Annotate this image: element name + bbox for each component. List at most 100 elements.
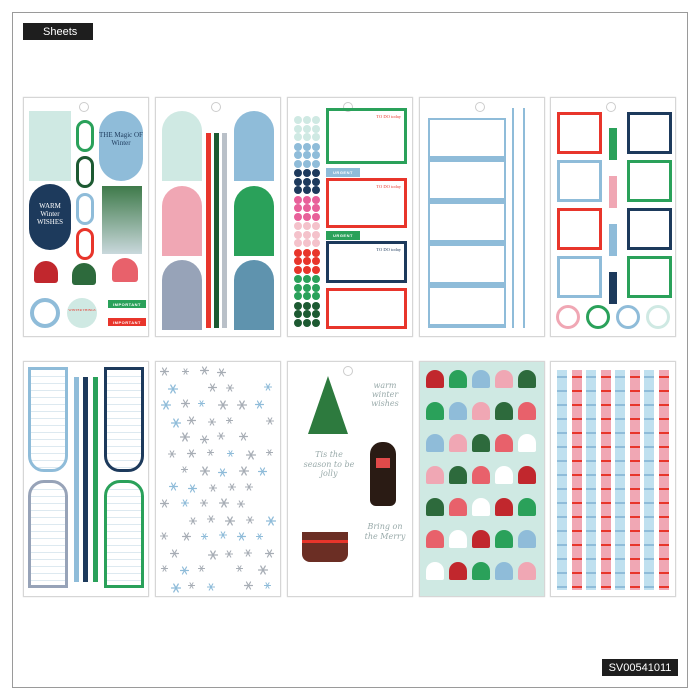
dot-sticker	[294, 204, 302, 212]
snowflake-icon	[169, 482, 179, 491]
hat-sticker	[34, 261, 58, 283]
flag-tag	[609, 176, 617, 208]
snowflake-icon	[237, 532, 246, 541]
dot-sticker	[303, 124, 311, 133]
snowflake-icon	[218, 498, 229, 508]
snowflake-icon	[225, 384, 234, 392]
snowflake-icon	[206, 583, 215, 591]
quote-tis-the-season: Tis the season to be jolly	[302, 450, 356, 479]
snowflake-icon	[168, 449, 177, 458]
todo-text: TO DO today	[376, 247, 401, 252]
snowflake-icon	[188, 517, 197, 525]
snowflake-icon	[225, 516, 236, 526]
dot-sticker	[303, 257, 311, 265]
dot-sticker	[294, 265, 302, 274]
hat-sticker	[426, 402, 444, 420]
sticker-sheet-todo: TO DO today URGENT TO DO today URGENT TO…	[287, 97, 413, 337]
flag-tag	[609, 272, 617, 304]
hat-sticker	[495, 370, 513, 388]
dot-sticker	[312, 177, 320, 186]
dot-sticker	[294, 212, 302, 221]
arch-green	[234, 186, 274, 256]
checklist-box	[627, 112, 672, 154]
circle-sticker	[556, 305, 580, 329]
dot-sticker	[294, 283, 302, 292]
snowflake-icon	[217, 368, 227, 377]
checklist-box	[627, 256, 672, 298]
dot-sticker	[294, 318, 302, 327]
dot-sticker	[294, 142, 302, 151]
dot-sticker	[312, 195, 320, 204]
hat-sticker	[426, 498, 444, 516]
snowflake-icon	[244, 581, 254, 590]
todo-box-red: TO DO today	[326, 178, 407, 228]
dot-sticker	[312, 116, 320, 124]
image-frame	[12, 12, 688, 688]
tab-strips	[74, 377, 98, 582]
snowflake-icon	[160, 499, 170, 508]
dot-sticker	[303, 116, 311, 124]
snowflake-icon	[180, 466, 188, 473]
arch-steel	[234, 260, 274, 330]
dot-sticker	[312, 310, 320, 318]
snowflake-icon	[198, 400, 206, 407]
hat-sticker	[472, 562, 490, 580]
hang-hole	[343, 366, 353, 376]
sticker-sheet-washi	[550, 361, 676, 597]
dot-sticker	[303, 159, 311, 168]
sheets-label-text: Sheets	[43, 25, 78, 38]
dot-sticker	[303, 133, 311, 141]
snowflake-icon	[181, 368, 189, 375]
sticker-sheet-lists	[23, 361, 149, 597]
dot-sticker	[294, 248, 302, 257]
washi-strip	[629, 370, 640, 590]
snowflake-icon	[198, 565, 205, 573]
urgent-text: URGENT	[333, 170, 353, 175]
dot-sticker	[294, 292, 302, 300]
snowflake-icon	[161, 565, 169, 572]
quote-warm-winter-wishes: warm winter wishes	[364, 381, 406, 408]
snowflake-icon	[257, 467, 267, 476]
snowflake-icon	[208, 550, 219, 560]
snowflake-icon	[207, 514, 216, 523]
dot-sticker	[294, 239, 302, 247]
washi-strip	[644, 370, 654, 590]
washi-strip	[571, 370, 582, 590]
arch-mint	[162, 111, 202, 181]
snowflake-icon	[255, 400, 265, 409]
snowflake-icon	[181, 532, 191, 541]
dot-sticker	[312, 186, 320, 194]
dot-sticker	[294, 124, 302, 133]
christmas-tree-sticker	[308, 376, 348, 434]
hat-sticker	[518, 530, 536, 548]
hat-sticker	[449, 562, 467, 580]
note-cards	[428, 118, 506, 328]
snowflake-icon	[238, 466, 249, 476]
snowflake-icon	[246, 516, 255, 524]
dot-sticker	[312, 292, 320, 300]
label-ring-darkgreen	[76, 156, 94, 188]
dot-sticker	[294, 159, 302, 168]
dot-sticker	[312, 318, 320, 327]
snowflake-icon	[217, 400, 228, 410]
dot-sticker	[294, 275, 302, 283]
sku-text: SV00541011	[608, 661, 672, 674]
hat-sticker	[449, 498, 467, 516]
dot-sticker	[303, 195, 311, 204]
basket-sticker	[302, 532, 348, 562]
checklist-box	[557, 160, 602, 202]
washi-strip	[557, 370, 567, 590]
flag-tag	[609, 128, 617, 160]
hat-sticker	[449, 434, 467, 452]
hang-hole	[211, 102, 221, 112]
hat-sticker	[472, 466, 490, 484]
hat-sticker	[472, 530, 490, 548]
snowflake-icon	[237, 400, 248, 410]
quote-text: Tis the season to be jolly	[303, 450, 355, 479]
circle-sticker	[586, 305, 610, 329]
quote-bring-on-the-merry: Bring on the Merry	[362, 522, 408, 541]
dot-sticker	[303, 142, 311, 151]
snowflake-icon	[199, 466, 210, 476]
list-gray	[28, 480, 68, 588]
dot-sticker	[303, 222, 311, 230]
